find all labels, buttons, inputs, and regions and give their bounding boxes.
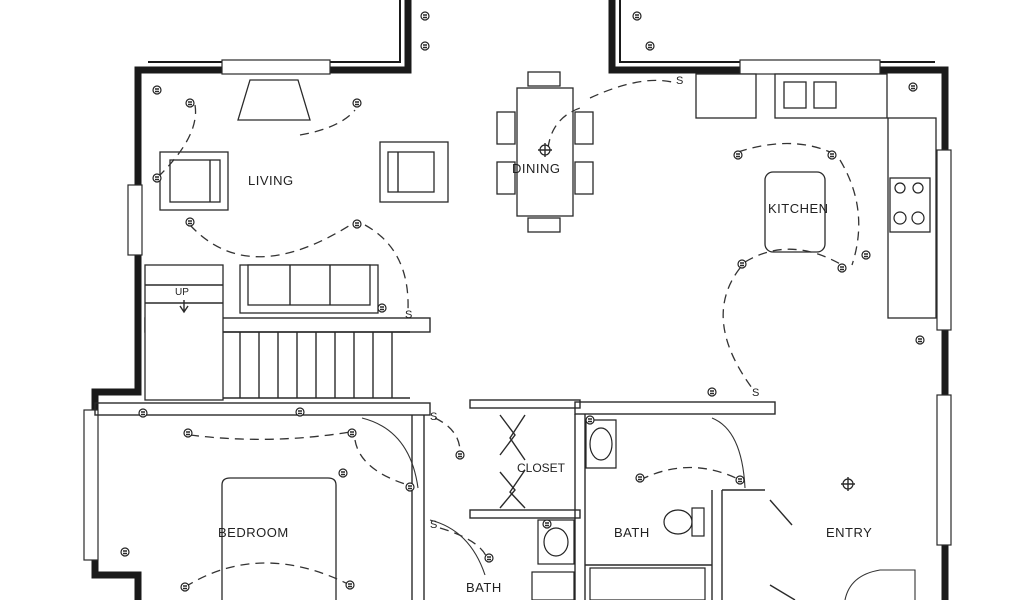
outlet-symbol [405, 482, 415, 492]
outlet-symbol [377, 303, 387, 313]
outlet-symbol [837, 263, 847, 273]
outlet-symbol [737, 259, 747, 269]
outlet-symbol [185, 98, 195, 108]
bed [221, 477, 337, 600]
outlet-symbol [484, 553, 494, 563]
kitchen-fixtures [695, 73, 937, 319]
outlet-symbol [420, 41, 430, 51]
outlet-symbol [183, 428, 193, 438]
room-label-bath-lower: BATH [466, 580, 502, 595]
switch-living: S [405, 309, 412, 321]
outlet-symbol [345, 580, 355, 590]
door-swings [361, 417, 746, 576]
windows [83, 59, 952, 561]
outlet-symbol [542, 519, 552, 529]
outlet-symbol [455, 450, 465, 460]
outlet-symbol [585, 415, 595, 425]
outlet-symbol [733, 150, 743, 160]
outlet-symbol [152, 85, 162, 95]
outlet-symbol [632, 11, 642, 21]
outlet-symbol [180, 582, 190, 592]
outlet-symbol [338, 468, 348, 478]
switch-dining: S [676, 75, 683, 87]
ceiling-light-entry [841, 477, 855, 491]
room-label-kitchen: KITCHEN [768, 201, 829, 216]
outlet-symbol [185, 217, 195, 227]
switches: S S S S S [405, 75, 759, 531]
fireplace-hearth [237, 79, 311, 121]
outlet-symbol [861, 250, 871, 260]
room-label-bedroom: BEDROOM [218, 525, 289, 540]
room-label-closet: CLOSET [517, 461, 566, 475]
outlet-symbol [352, 219, 362, 229]
outlet-symbol [138, 408, 148, 418]
kitchen-island [764, 171, 826, 253]
ceiling-light-dining [538, 143, 552, 157]
closet-doors [499, 414, 526, 509]
outlet-symbol [645, 41, 655, 51]
electrical-wiring [159, 79, 860, 588]
outlet-symbol [120, 547, 130, 557]
sofa [239, 264, 379, 314]
armchair-left [159, 151, 229, 211]
room-label-dining: DINING [512, 161, 561, 176]
toilet [663, 509, 693, 535]
outlet-symbol [152, 173, 162, 183]
outlet-symbol [735, 475, 745, 485]
staircase: UP [144, 264, 410, 401]
outlet-symbol [915, 335, 925, 345]
entry-door [769, 499, 916, 600]
room-label-entry: ENTRY [826, 525, 872, 540]
living-furniture [159, 79, 449, 314]
switch-hall: S [430, 411, 437, 423]
outlet-symbol [827, 150, 837, 160]
switch-bath: S [430, 519, 437, 531]
outlet-symbol [347, 428, 357, 438]
outlet-symbol [908, 82, 918, 92]
outlet-symbol [707, 387, 717, 397]
electrical-symbols [120, 11, 925, 592]
room-label-living: LIVING [248, 173, 294, 188]
stairs-up-label: UP [175, 287, 189, 298]
room-labels: LIVING DINING KITCHEN CLOSET BEDROOM BAT… [218, 161, 872, 595]
armchair-right [379, 141, 449, 203]
outlet-symbol [295, 407, 305, 417]
outlet-symbol [420, 11, 430, 21]
outlet-symbol [635, 473, 645, 483]
switch-kitchen: S [752, 387, 759, 399]
outlet-symbol [352, 98, 362, 108]
room-label-bath-upper: BATH [614, 525, 650, 540]
